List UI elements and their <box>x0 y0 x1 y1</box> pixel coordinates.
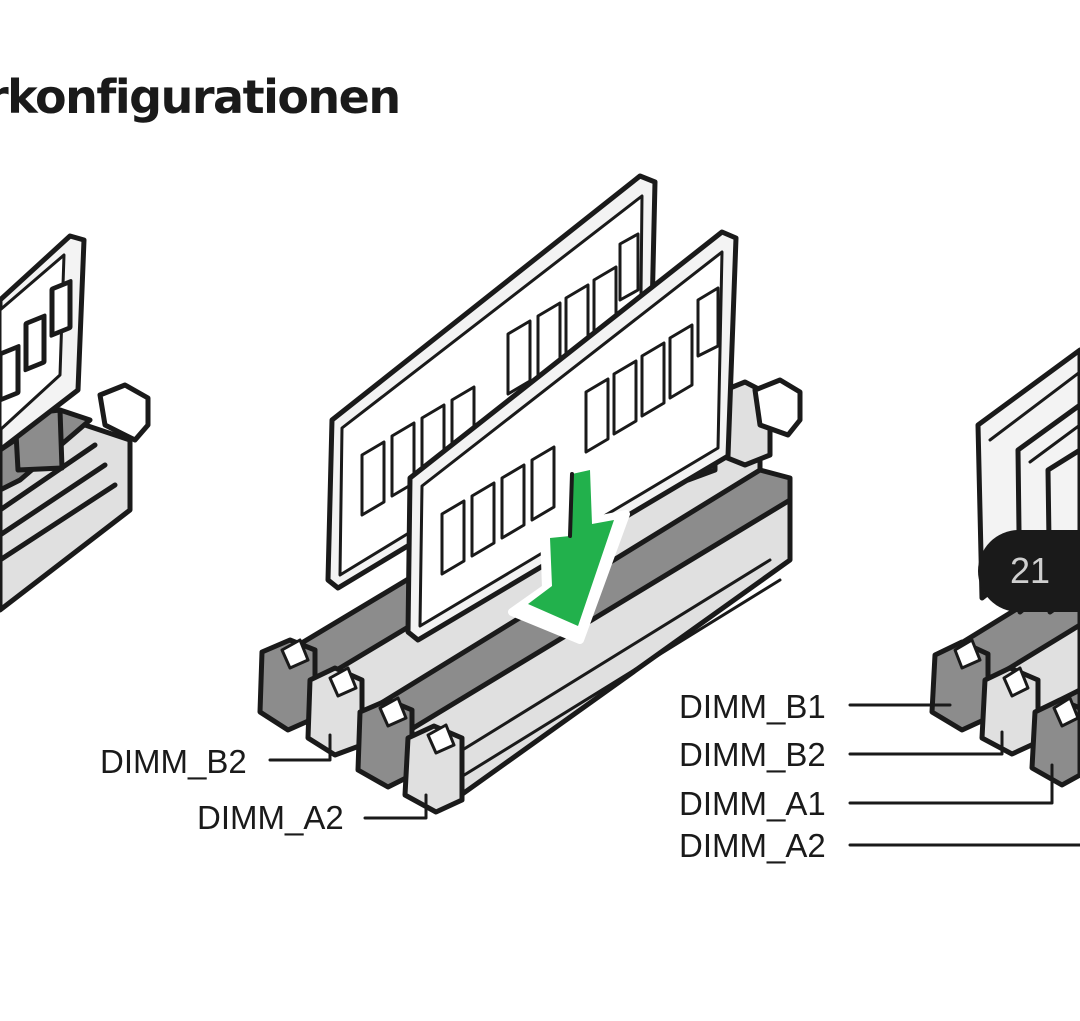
label-dimm-b1-right: DIMM_B1 <box>679 688 826 725</box>
label-dimm-a1-right: DIMM_A1 <box>679 785 826 822</box>
insert-arrow-icon <box>508 466 630 644</box>
label-dimm-a2-right: DIMM_A2 <box>679 827 826 864</box>
label-dimm-a2-middle: DIMM_A2 <box>197 799 344 836</box>
middle-slot-assembly <box>257 173 803 820</box>
label-dimm-b2-middle: DIMM_B2 <box>100 743 247 780</box>
left-slot-assembly <box>0 233 151 613</box>
page-number: 21 <box>1010 550 1051 591</box>
label-dimm-b2-right: DIMM_B2 <box>679 736 826 773</box>
page-number-badge: 21 <box>978 530 1080 612</box>
memory-module-icon <box>405 229 739 643</box>
memory-module-icon <box>0 233 87 453</box>
page-title: rkonfigurationen <box>0 70 401 124</box>
